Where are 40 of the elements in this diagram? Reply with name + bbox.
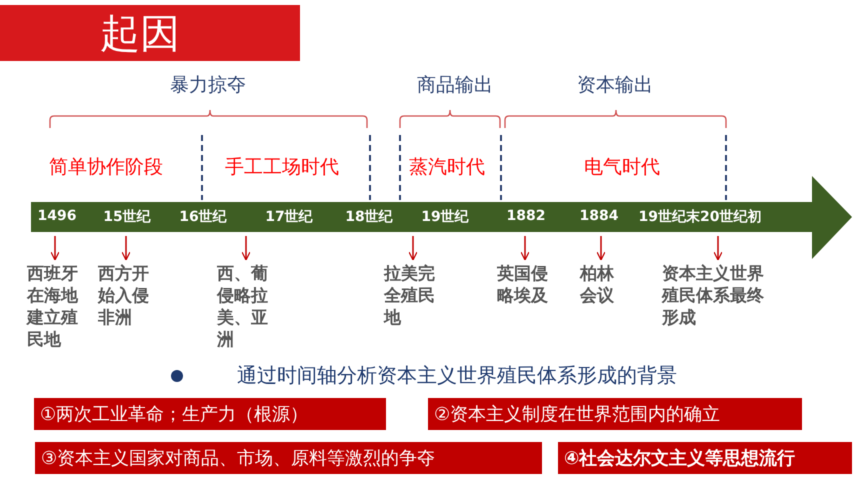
event-text: 拉美完全殖民地 [384, 263, 436, 329]
event-text: 西班牙在海地建立殖民地 [27, 263, 80, 351]
phase-label: 商品输出 [417, 73, 493, 98]
era-label: 电气时代 [584, 155, 660, 180]
arrow [408, 236, 418, 261]
event-text: 西方开始入侵非洲 [98, 263, 150, 329]
timeline-date: 16世纪 [179, 208, 227, 226]
era-label: 简单协作阶段 [49, 155, 163, 180]
reason-text: ②资本主义制度在世界范围内的确立 [434, 403, 720, 426]
arrow [50, 236, 60, 261]
arrow [713, 236, 723, 261]
reason-box [428, 398, 802, 430]
timeline-date: 19世纪末20世纪初 [638, 208, 762, 226]
reason-text: ①两次工业革命；生产力（根源） [40, 403, 308, 426]
event-text: 英国侵略埃及 [497, 263, 549, 307]
timeline-date: 17世纪 [265, 208, 313, 226]
reason-box [34, 398, 386, 430]
arrow [241, 236, 251, 261]
phase-label: 资本输出 [577, 73, 653, 98]
timeline-date: 19世纪 [421, 208, 469, 226]
reason-box [558, 442, 852, 474]
event-text: 资本主义世界殖民体系最终形成 [662, 263, 765, 329]
arrow [596, 236, 606, 261]
bullet-text: 通过时间轴分析资本主义世界殖民体系形成的背景 [237, 362, 677, 389]
reason-text: ④社会达尔文主义等思想流行 [564, 447, 796, 470]
timeline-date: 18世纪 [345, 208, 393, 226]
title: 起因 [100, 10, 180, 58]
event-text: 柏林会议 [580, 263, 615, 307]
era-label: 蒸汽时代 [409, 155, 485, 180]
timeline-date: 1496 [38, 208, 76, 224]
timeline-date: 1884 [580, 208, 618, 224]
timeline-date: 15世纪 [103, 208, 151, 226]
era-label: 手工工场时代 [225, 155, 339, 180]
arrow [520, 236, 530, 261]
reason-text: ③资本主义国家对商品、市场、原料等激烈的争夺 [41, 447, 436, 470]
timeline-date: 1882 [506, 208, 546, 224]
reason-box [35, 442, 542, 474]
phase-label: 暴力掠夺 [170, 73, 246, 98]
event-text: 西、葡侵略拉美、亚洲 [217, 263, 269, 351]
arrow [121, 236, 131, 261]
